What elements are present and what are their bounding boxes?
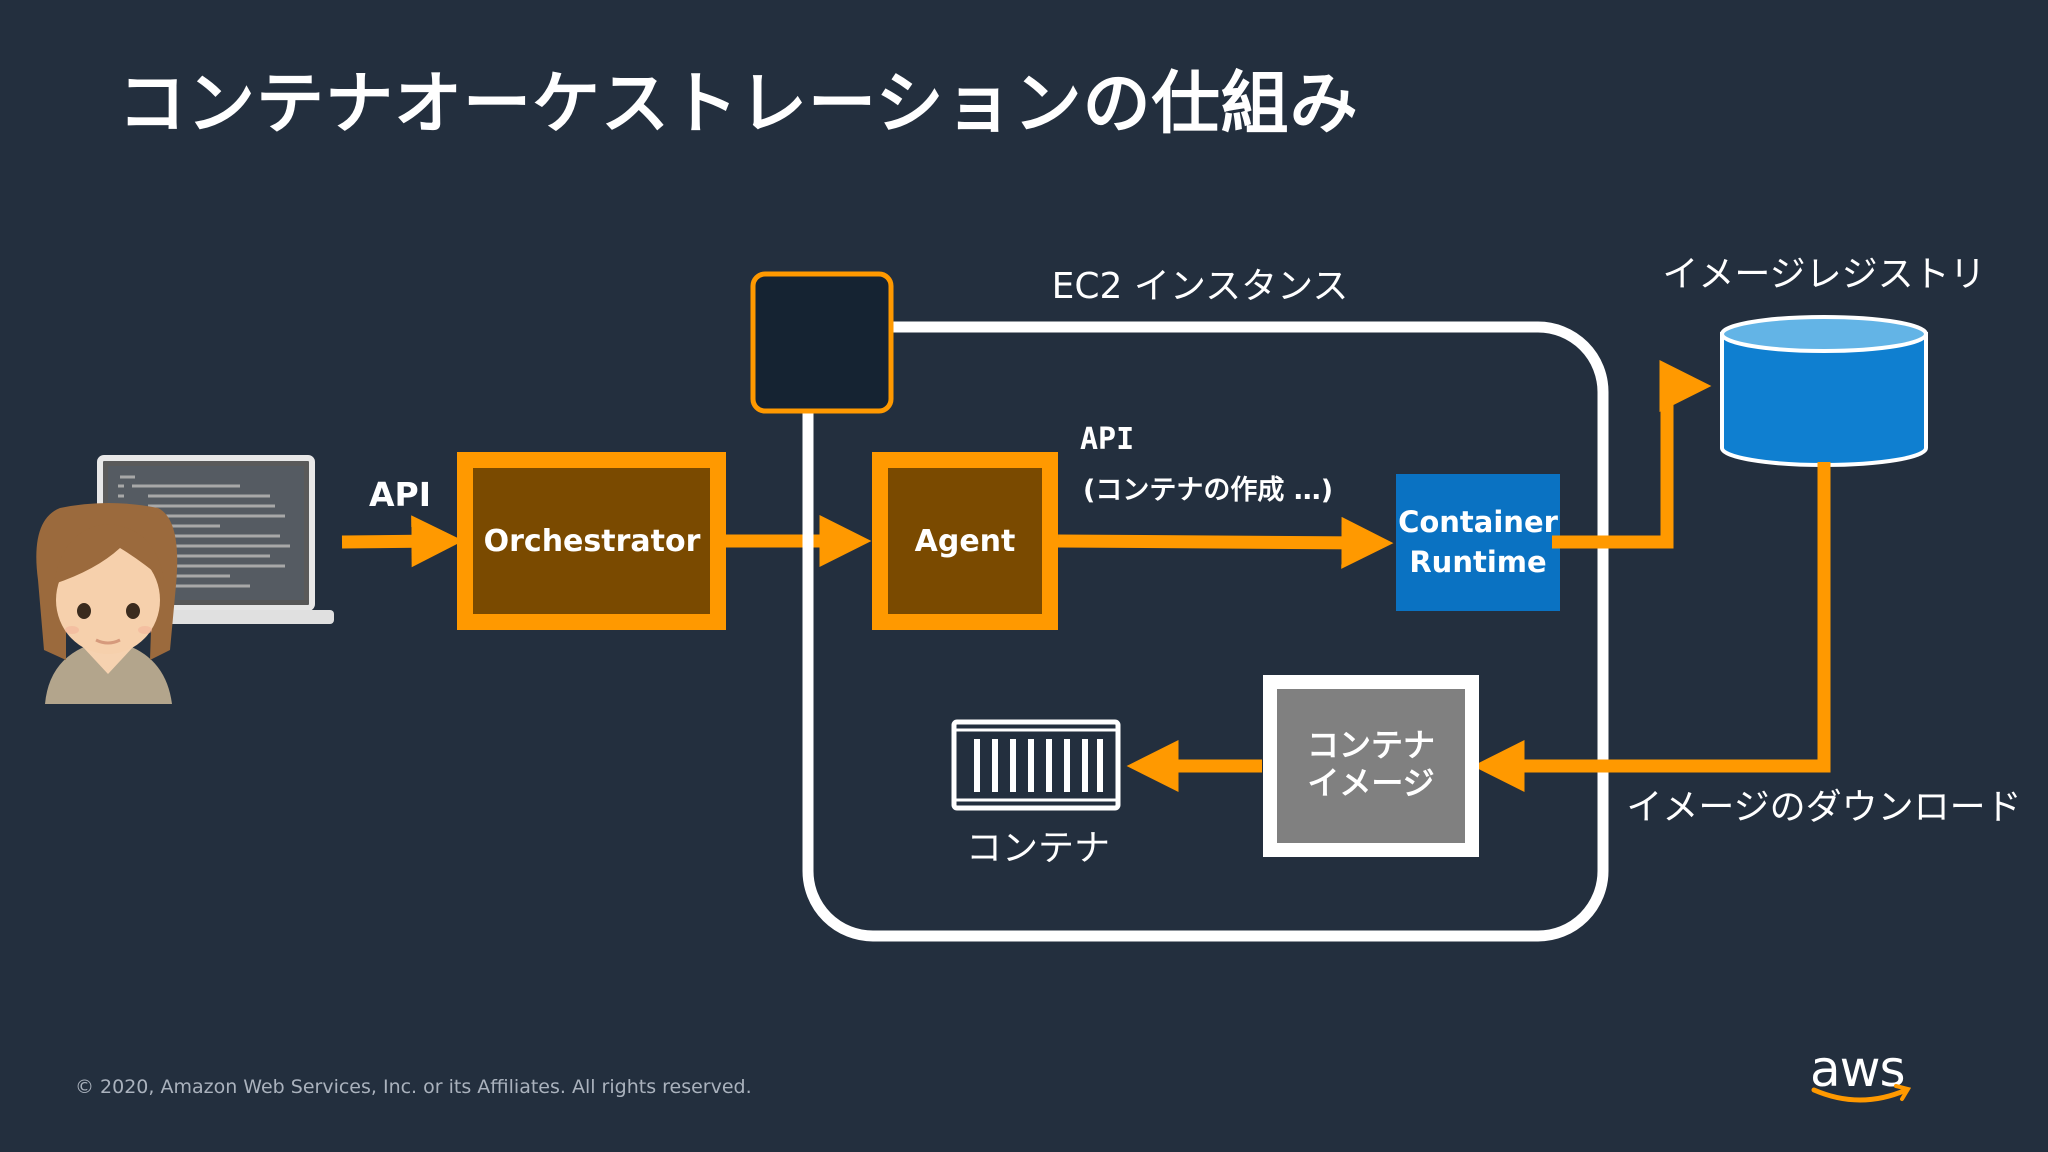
container-image-label-line2: イメージ — [1307, 764, 1434, 802]
registry-label: イメージレジストリ — [1662, 254, 1985, 295]
container-runtime-label-line2: Runtime — [1409, 545, 1546, 579]
ec2-chip-icon — [750, 271, 894, 414]
ec2-instance-boundary — [802, 321, 1609, 942]
aws-logo: aws — [1810, 1040, 1920, 1110]
arrow-runtime-to-registry — [1552, 360, 1712, 549]
container-runtime-box — [1396, 474, 1560, 611]
api-sub-label: (コンテナの作成 …) — [1083, 475, 1333, 506]
slide-title: コンテナオーケストレーションの仕組み — [118, 65, 1359, 144]
aws-smile-icon — [1811, 1084, 1912, 1103]
orchestrator-box — [457, 452, 726, 630]
ec2-label: EC2 インスタンス — [1052, 266, 1349, 307]
copyright-footer: © 2020, Amazon Web Services, Inc. or its… — [75, 1076, 752, 1098]
arrow-user-to-orchestrator — [341, 515, 464, 568]
api-label-inner: API — [1080, 422, 1134, 457]
api-label-left: API — [369, 475, 431, 514]
arrow-image-download — [1472, 462, 1831, 792]
aws-logo-text: aws — [1810, 1040, 1906, 1098]
download-label: イメージのダウンロード — [1626, 787, 2021, 828]
container-label: コンテナ — [966, 828, 1110, 869]
agent-box — [872, 452, 1058, 630]
agent-label: Agent — [915, 524, 1016, 559]
container-icon — [951, 719, 1121, 811]
user-avatar-icon — [36, 503, 178, 704]
database-icon — [1720, 315, 1928, 467]
orchestrator-label: Orchestrator — [484, 524, 701, 559]
container-image-box — [1263, 675, 1479, 857]
container-image-label-line1: コンテナ — [1307, 726, 1435, 764]
arrow-agent-to-runtime — [1057, 516, 1394, 569]
container-runtime-label-line1: Container — [1398, 505, 1559, 539]
